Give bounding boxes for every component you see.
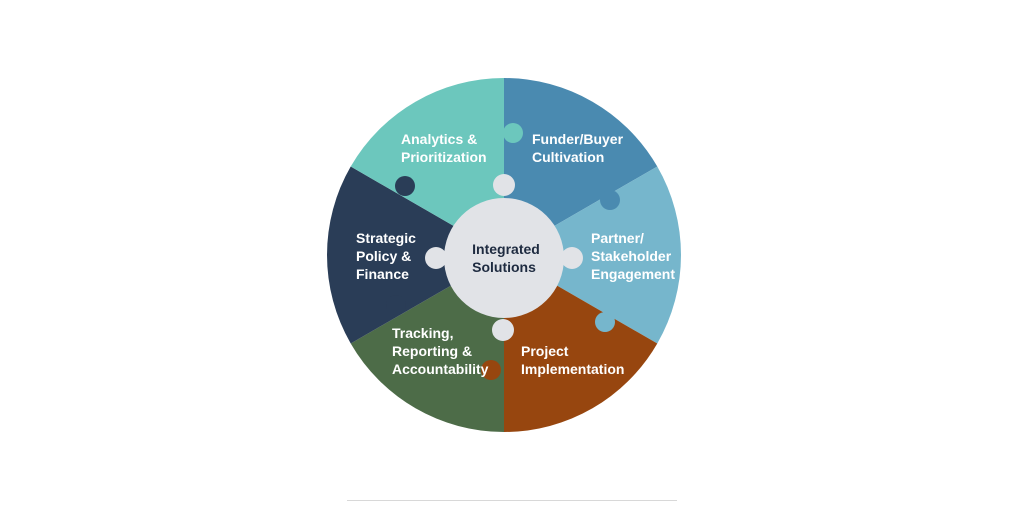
segment-funder bbox=[504, 78, 658, 255]
svg-text:Engagement: Engagement bbox=[591, 266, 675, 282]
svg-text:Accountability: Accountability bbox=[392, 361, 489, 377]
puzzle-knob-partner bbox=[595, 312, 615, 332]
svg-text:Policy &: Policy & bbox=[356, 248, 411, 264]
svg-text:Prioritization: Prioritization bbox=[401, 149, 487, 165]
segment-label-strategic: Strategic Policy & Finance bbox=[356, 230, 416, 282]
svg-text:Finance: Finance bbox=[356, 266, 409, 282]
segment-partner bbox=[504, 166, 681, 344]
svg-text:Reporting &: Reporting & bbox=[392, 343, 472, 359]
segment-label-funder: Funder/Buyer Cultivation bbox=[532, 131, 624, 165]
segment-label-analytics: Analytics & Prioritization bbox=[401, 131, 487, 165]
segment-analytics bbox=[350, 77, 504, 255]
segment-label-project: Project Implementation bbox=[521, 343, 624, 377]
svg-text:Analytics &: Analytics & bbox=[401, 131, 477, 147]
center-hub bbox=[425, 174, 583, 341]
center-label-line2: Solutions bbox=[472, 259, 536, 275]
segment-strategic bbox=[327, 166, 504, 344]
svg-text:Project: Project bbox=[521, 343, 569, 359]
center-label-line1: Integrated bbox=[472, 241, 540, 257]
segment-label-partner: Partner/ Stakeholder Engagement bbox=[591, 230, 675, 282]
svg-text:Strategic: Strategic bbox=[356, 230, 416, 246]
svg-text:Partner/: Partner/ bbox=[591, 230, 644, 246]
hub-shape bbox=[561, 247, 583, 269]
svg-text:Funder/Buyer: Funder/Buyer bbox=[532, 131, 624, 147]
svg-text:Implementation: Implementation bbox=[521, 361, 624, 377]
svg-text:Stakeholder: Stakeholder bbox=[591, 248, 672, 264]
puzzle-knob-funder bbox=[600, 190, 620, 210]
hub-shape bbox=[425, 247, 447, 269]
hub-shape bbox=[493, 174, 515, 196]
hub-shape bbox=[492, 319, 514, 341]
svg-text:Tracking,: Tracking, bbox=[392, 325, 453, 341]
hub-shape bbox=[444, 198, 564, 318]
puzzle-knob-project bbox=[481, 360, 501, 380]
puzzle-knob-strategic bbox=[395, 176, 415, 196]
divider-line bbox=[347, 500, 677, 501]
puzzle-knob-analytics bbox=[503, 123, 523, 143]
puzzle-knob-strategic bbox=[386, 295, 406, 315]
svg-text:Cultivation: Cultivation bbox=[532, 149, 604, 165]
segment-label-tracking: Tracking, Reporting & Accountability bbox=[392, 325, 489, 377]
